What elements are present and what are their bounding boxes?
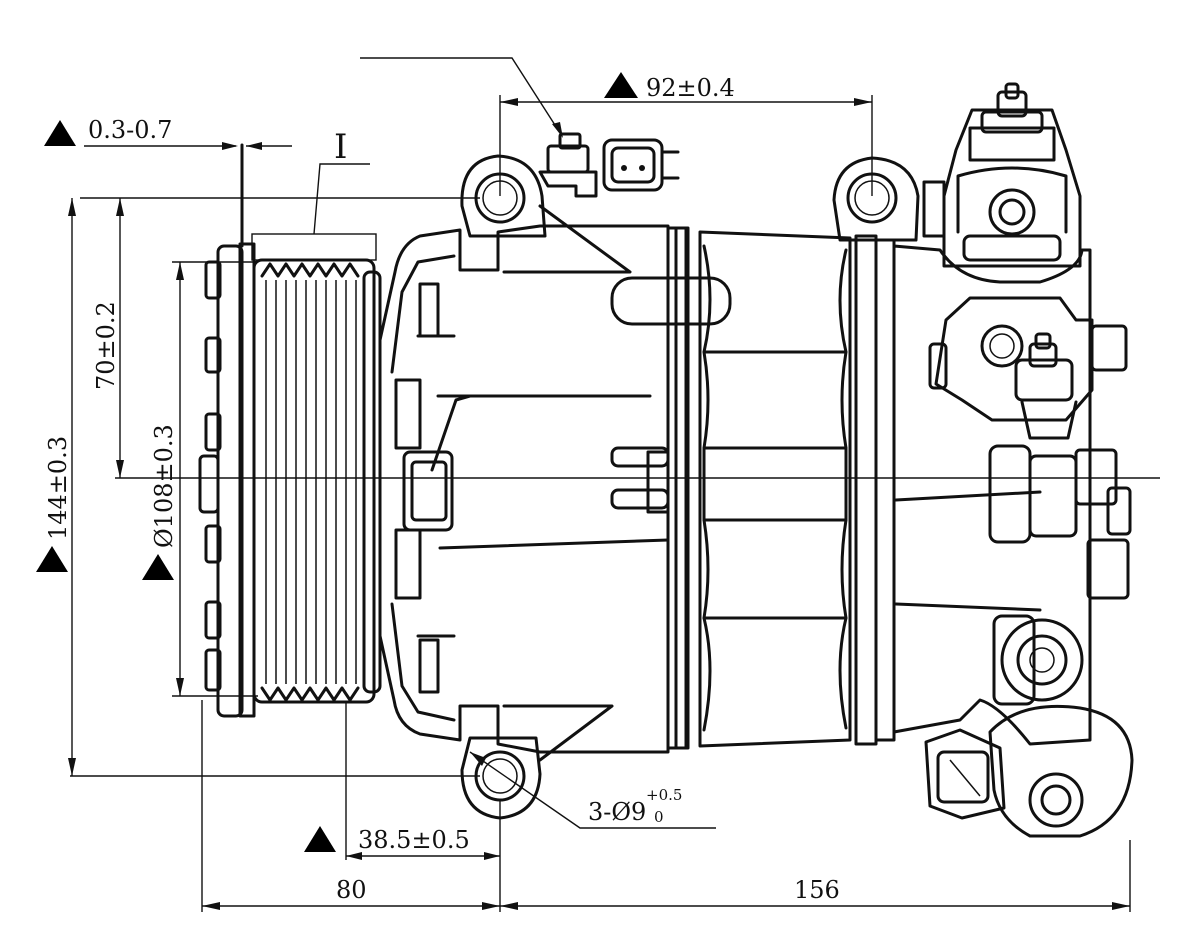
mount-spacing-label: 92±0.4 bbox=[646, 74, 735, 102]
dimension-lines bbox=[68, 57, 1131, 912]
critical-dimension-markers bbox=[36, 72, 638, 852]
mount-holes-tol-upper: +0.5 bbox=[646, 786, 682, 804]
marker-triangle bbox=[44, 120, 76, 146]
gap-label: 0.3-0.7 bbox=[88, 116, 172, 144]
mount-holes-label: 3-Ø9 bbox=[588, 798, 646, 826]
rear-housing bbox=[892, 82, 1134, 838]
pulley bbox=[198, 143, 382, 718]
marker-triangle bbox=[604, 72, 638, 98]
marker-triangle bbox=[36, 546, 68, 572]
detail-marker-label: I bbox=[334, 127, 347, 167]
length-right-label: 156 bbox=[794, 876, 840, 904]
pulley-diameter-label: Ø108±0.3 bbox=[150, 424, 178, 548]
mount-holes-tol-lower: 0 bbox=[654, 808, 664, 826]
height-overall-label: 144±0.3 bbox=[44, 436, 72, 540]
pulley-offset-label: 38.5±0.5 bbox=[358, 826, 470, 854]
marker-triangle bbox=[142, 554, 174, 580]
height-mount-label: 70±0.2 bbox=[92, 301, 120, 390]
top-connectors bbox=[538, 132, 680, 198]
cylinder-block bbox=[610, 226, 896, 750]
front-housing bbox=[378, 204, 670, 762]
marker-triangle bbox=[304, 826, 336, 852]
length-left-label: 80 bbox=[336, 876, 367, 904]
